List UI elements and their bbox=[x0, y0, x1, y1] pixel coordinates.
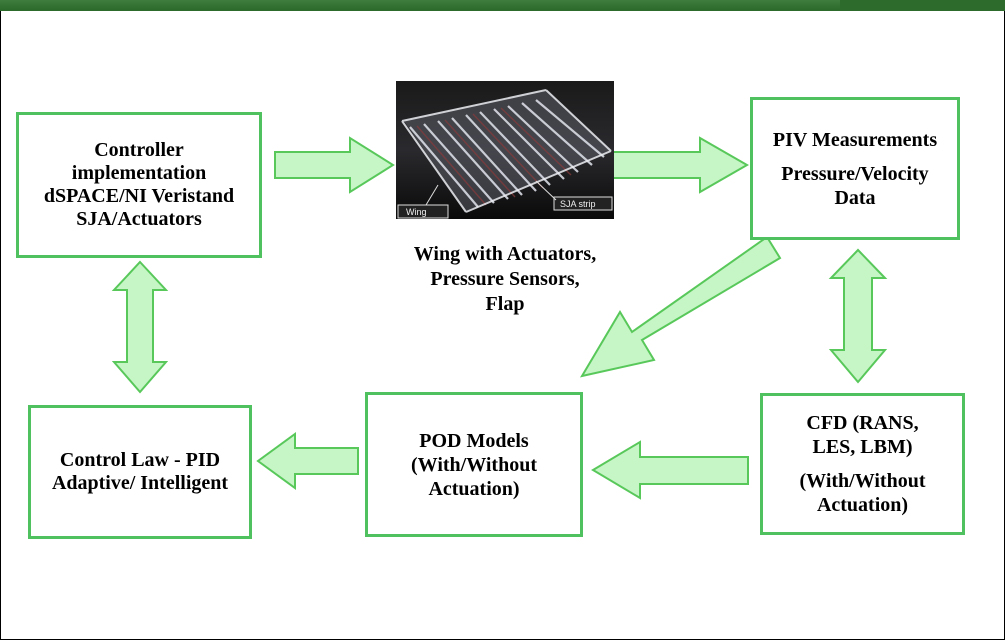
cfd-line-4: Actuation) bbox=[816, 494, 909, 516]
wing-caption: Wing with Actuators, Pressure Sensors, F… bbox=[380, 242, 630, 317]
arrow-piv-cfd bbox=[828, 248, 888, 384]
controller-box: Controller implementation dSPACE/NI Veri… bbox=[16, 112, 262, 258]
controller-line-3: dSPACE/NI Veristand bbox=[43, 185, 235, 207]
wing-illustration: Wing SJA strip bbox=[396, 81, 614, 219]
control-law-line-2: Adaptive/ Intelligent bbox=[51, 472, 229, 494]
controller-line-1: Controller bbox=[94, 139, 184, 161]
control-law-line-1: Control Law - PID bbox=[59, 449, 221, 471]
piv-box: PIV Measurements Pressure/Velocity Data bbox=[750, 97, 960, 240]
wing-caption-line-3: Flap bbox=[485, 293, 525, 315]
wing-caption-line-2: Pressure Sensors, bbox=[430, 268, 580, 290]
cfd-line-2: LES, LBM) bbox=[812, 436, 913, 458]
header-rule bbox=[0, 10, 1005, 11]
wing-photo: Wing SJA strip bbox=[396, 81, 614, 219]
pod-line-2: (With/Without bbox=[411, 453, 537, 476]
controller-line-4: SJA/Actuators bbox=[76, 208, 202, 230]
arrow-piv-to-pod bbox=[579, 235, 782, 378]
pod-line-3: Actuation) bbox=[428, 477, 520, 500]
piv-line-3: Data bbox=[834, 186, 876, 209]
arrow-controller-to-wing bbox=[274, 136, 395, 194]
header-bar bbox=[0, 0, 840, 10]
controller-line-2: implementation bbox=[71, 162, 207, 184]
arrow-cfd-to-pod bbox=[591, 440, 749, 500]
piv-line-2: Pressure/Velocity bbox=[781, 162, 929, 185]
cfd-line-3: (With/Without bbox=[799, 470, 926, 492]
header-bar-right bbox=[840, 0, 1005, 10]
arrow-controller-control-law bbox=[111, 260, 169, 394]
pod-line-1: POD Models bbox=[419, 429, 529, 452]
pod-box: POD Models (With/Without Actuation) bbox=[365, 392, 583, 537]
cfd-line-1: CFD (RANS, bbox=[806, 412, 919, 434]
cfd-box: CFD (RANS, LES, LBM) (With/Without Actua… bbox=[760, 393, 965, 535]
piv-title: PIV Measurements bbox=[772, 128, 938, 151]
arrow-wing-to-piv bbox=[612, 136, 750, 194]
sja-strip-label: SJA strip bbox=[560, 199, 596, 209]
arrow-pod-to-control-law bbox=[256, 432, 359, 490]
wing-caption-line-1: Wing with Actuators, bbox=[413, 243, 597, 265]
control-law-box: Control Law - PID Adaptive/ Intelligent bbox=[28, 405, 252, 539]
wing-label: Wing bbox=[406, 207, 427, 217]
